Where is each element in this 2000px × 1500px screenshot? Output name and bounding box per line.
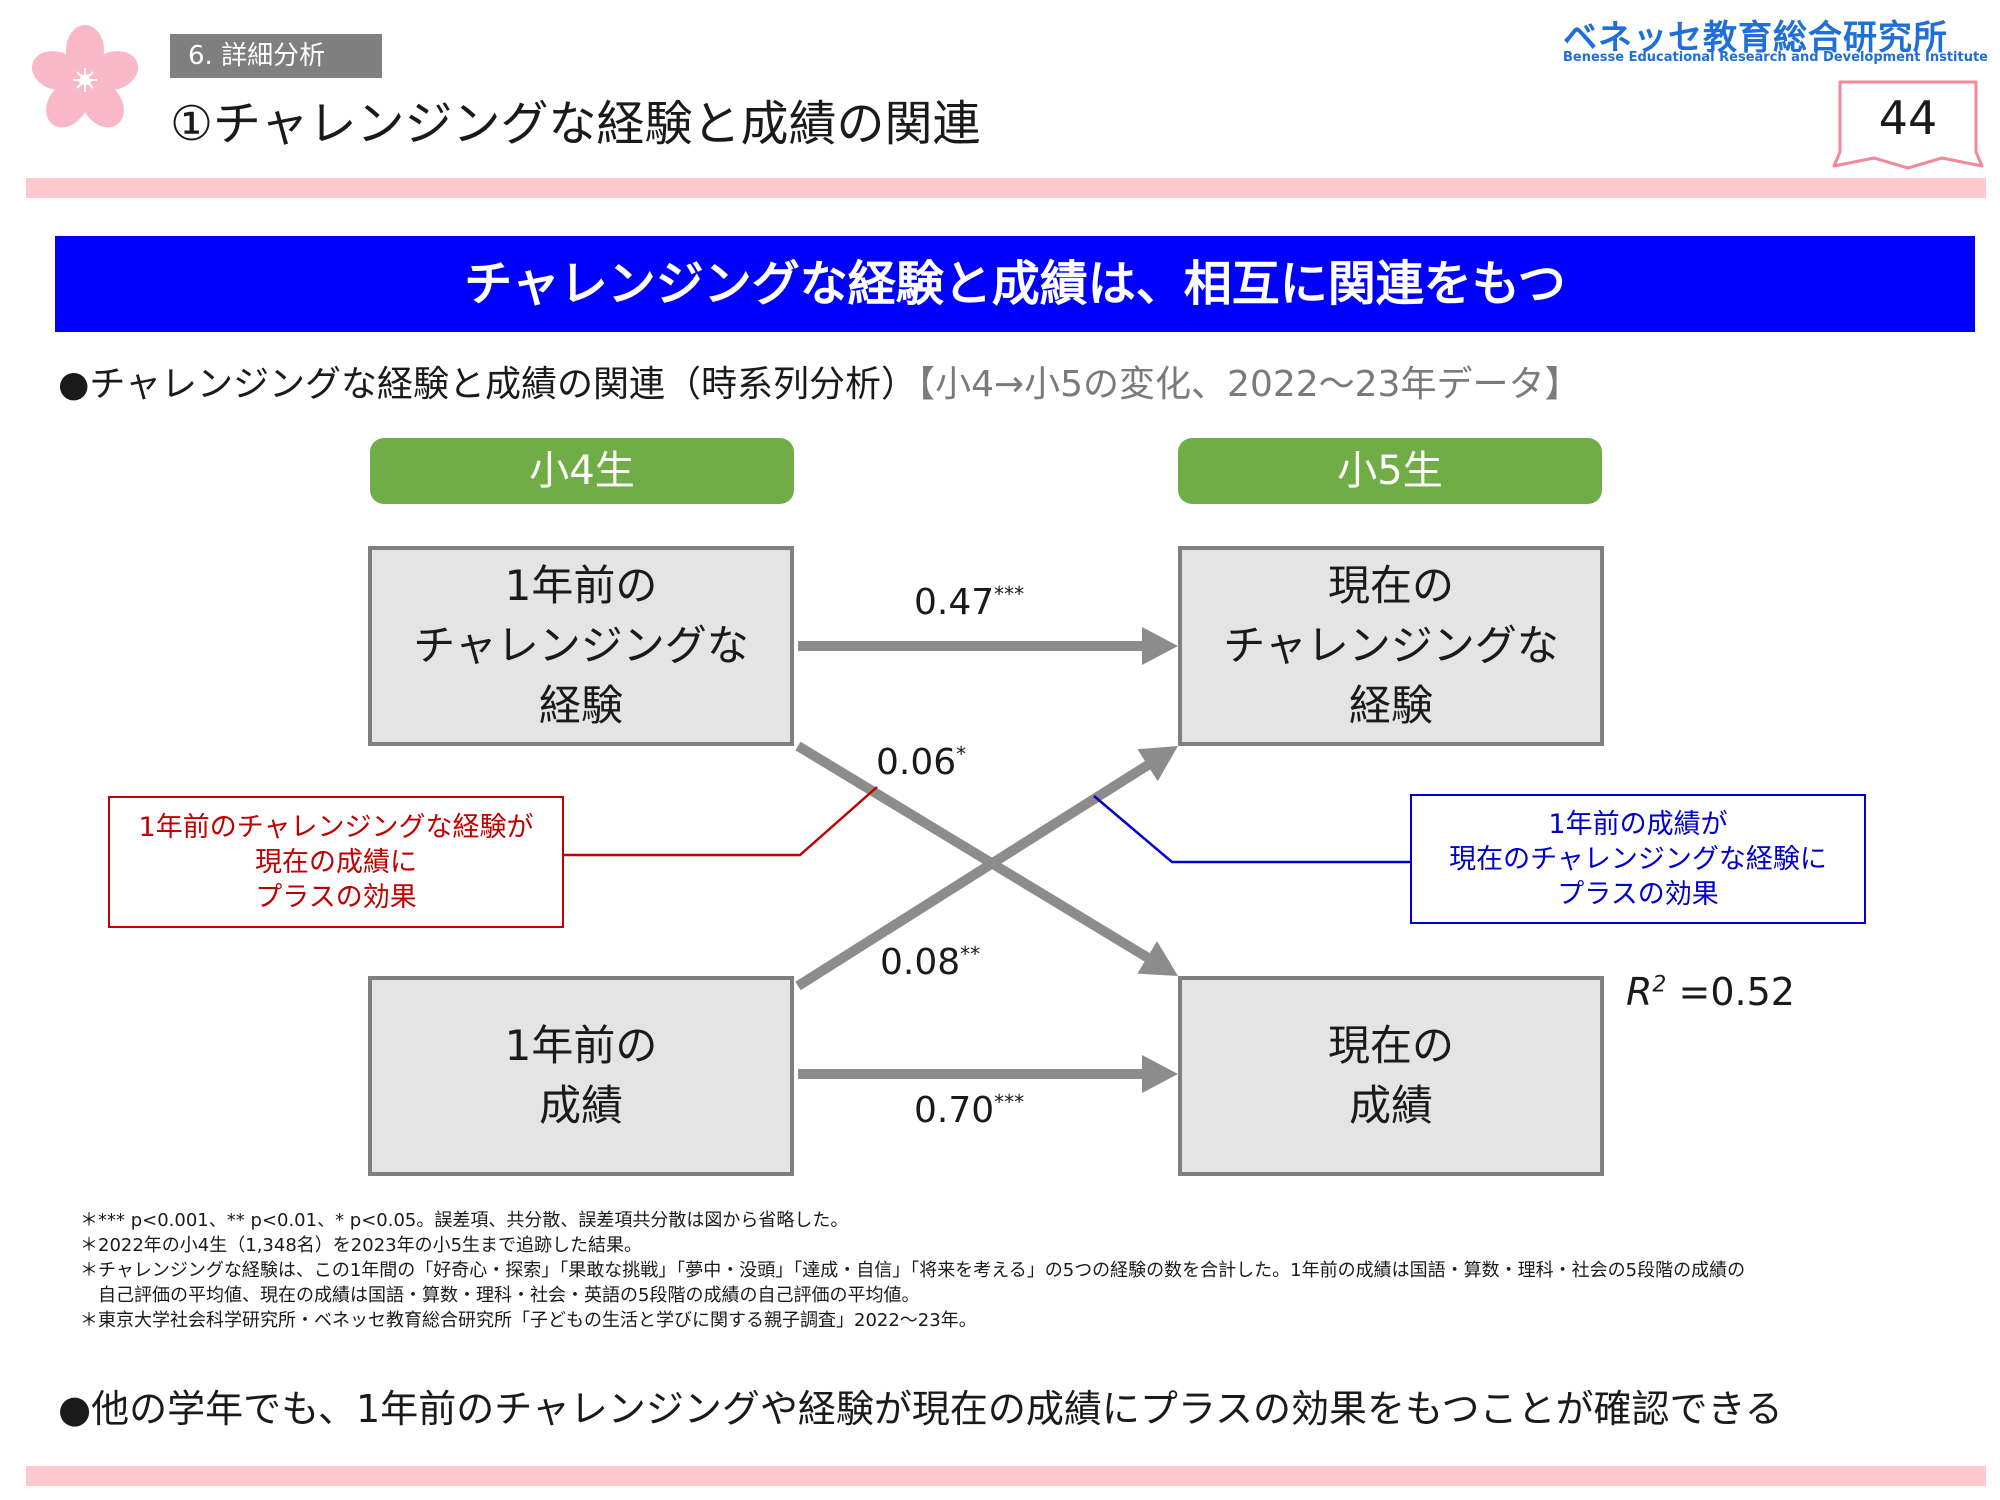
subheading-note: 【小4→小5の変化、2022～23年データ】	[917, 364, 1581, 405]
page-number: 44	[1878, 91, 1938, 145]
node-line: 成績	[1348, 1081, 1433, 1130]
arrow-exp-to-exp-head	[1142, 627, 1178, 665]
conclusion-text: ●他の学年でも、1年前のチャレンジングや経験が現在の成績にプラスの効果をもつこと…	[58, 1387, 1783, 1431]
arrow-score-to-exp-shaft	[795, 759, 1152, 991]
node-prev-experience: 1年前の チャレンジングな 経験	[368, 546, 794, 746]
footnote: ＊東京大学社会科学研究所・ベネッセ教育総合研究所「子どもの生活と学びに関する親子…	[80, 1310, 977, 1331]
callout-line: プラスの効果	[1557, 878, 1719, 910]
grade-label-left: 小4生	[370, 438, 794, 504]
coef-score-to-score: 0.70***	[914, 1090, 1024, 1131]
grade-label-right: 小5生	[1178, 438, 1602, 504]
footnote: ＊*** p<0.001、** p<0.01、* p<0.05。誤差項、共分散、…	[80, 1210, 849, 1231]
coef-sig: **	[960, 942, 981, 966]
node-line: 経験	[1348, 681, 1433, 730]
brand-logo-text: ベネッセ教育総合研究所	[1563, 18, 1948, 58]
footnote: 自己評価の平均値、現在の成績は国語・算数・理科・社会・英語の5段階の成績の自己評…	[80, 1285, 920, 1306]
r2-value: =0.52	[1678, 970, 1795, 1014]
callout-left: 1年前のチャレンジングな経験が 現在の成績に プラスの効果	[108, 796, 564, 928]
node-line: 経験	[538, 681, 623, 730]
callout-right: 1年前の成績が 現在のチャレンジングな経験に プラスの効果	[1410, 794, 1866, 924]
node-line: チャレンジングな	[413, 621, 749, 670]
arrow-score-to-exp	[795, 746, 1178, 991]
callout-right-leader	[1093, 795, 1410, 864]
coef-score-to-exp: 0.08**	[880, 942, 980, 983]
callout-line: プラスの効果	[255, 881, 417, 913]
r2-exponent: 2	[1652, 972, 1667, 998]
subheading: ●チャレンジングな経験と成績の関連（時系列分析）【小4→小5の変化、2022～2…	[58, 355, 1580, 407]
coef-exp-to-exp: 0.47***	[914, 582, 1024, 623]
subheading-main: ●チャレンジングな経験と成績の関連（時系列分析）	[58, 364, 918, 405]
callout-line: 1年前のチャレンジングな経験が	[138, 811, 534, 843]
arrow-exp-to-score	[795, 741, 1178, 976]
coef-sig: ***	[994, 582, 1025, 606]
footer-divider	[26, 1466, 1986, 1486]
footnote: ＊チャレンジングな経験は、この1年間の「好奇心・探索」「果敢な挑戦」「夢中・没頭…	[80, 1260, 1746, 1281]
arrow-score-to-exp-head	[1137, 746, 1178, 782]
callout-line: 現在のチャレンジングな経験に	[1449, 843, 1827, 875]
header-divider	[26, 178, 1986, 198]
coef-exp-to-score: 0.06*	[876, 742, 966, 783]
footnotes: ＊*** p<0.001、** p<0.01、* p<0.05。誤差項、共分散、…	[80, 1208, 1745, 1333]
page-number-book-icon	[1832, 80, 1984, 170]
footnote: ＊2022年の小4生（1,348名）を2023年の小5生まで追跡した結果。	[80, 1235, 643, 1256]
callout-line: 1年前の成績が	[1548, 808, 1728, 840]
coef-value: 0.47	[914, 582, 995, 623]
node-line: 1年前の	[504, 561, 658, 610]
arrow-exp-to-score-shaft	[795, 741, 1152, 963]
arrow-score-to-score-head	[1142, 1055, 1178, 1093]
sakura-logo-icon	[31, 25, 139, 128]
node-current-score: 現在の 成績	[1178, 976, 1604, 1176]
slide-title: ①チャレンジングな経験と成績の関連	[170, 96, 981, 152]
r-squared: R2 =0.52	[1626, 970, 1795, 1014]
arrow-exp-to-exp	[798, 627, 1178, 665]
brand-logo-subtext: Benesse Educational Research and Develop…	[1562, 50, 1988, 65]
node-line: チャレンジングな	[1223, 621, 1559, 670]
arrow-exp-to-score-head	[1137, 941, 1178, 976]
section-tag: 6. 詳細分析	[170, 34, 382, 78]
coef-sig: ***	[994, 1090, 1025, 1114]
coef-value: 0.06	[876, 742, 957, 783]
callout-line: 現在の成績に	[255, 846, 417, 878]
node-line: 1年前の	[504, 1021, 658, 1070]
r2-symbol: R	[1626, 970, 1653, 1014]
coef-sig: *	[956, 742, 967, 766]
coef-value: 0.70	[914, 1090, 995, 1131]
node-prev-score: 1年前の 成績	[368, 976, 794, 1176]
node-current-experience: 現在の チャレンジングな 経験	[1178, 546, 1604, 746]
node-line: 成績	[538, 1081, 623, 1130]
callout-left-leader	[563, 786, 878, 857]
arrow-score-to-score	[798, 1055, 1178, 1093]
node-line: 現在の	[1327, 561, 1454, 610]
coef-value: 0.08	[880, 942, 961, 983]
key-message-banner: チャレンジングな経験と成績は、相互に関連をもつ	[55, 236, 1975, 332]
node-line: 現在の	[1327, 1021, 1454, 1070]
